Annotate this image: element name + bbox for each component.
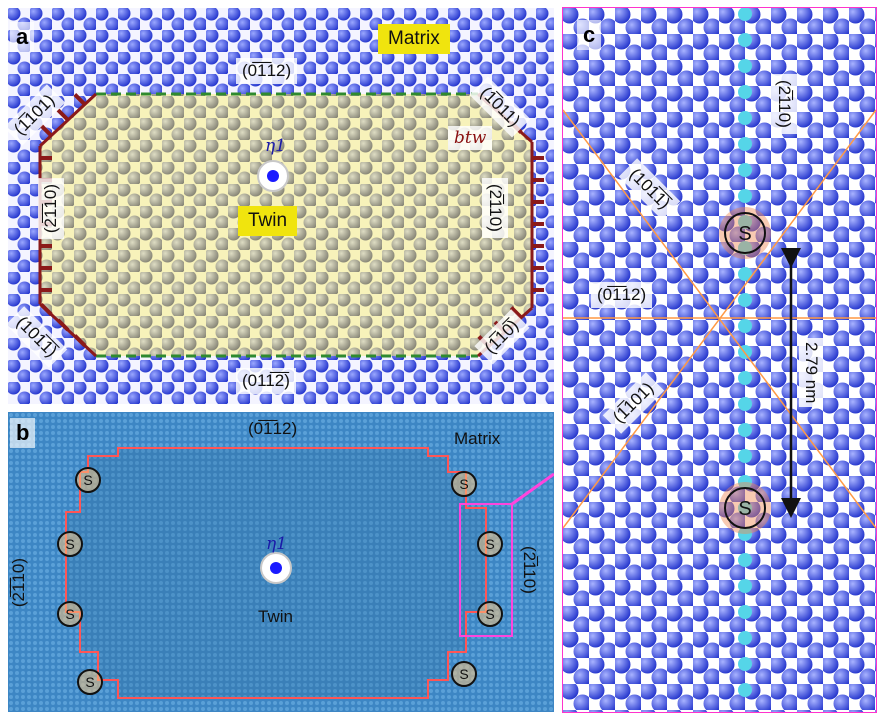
- plane-right-label: (2̅110): [482, 178, 508, 238]
- panel-c-letter: c: [577, 20, 601, 50]
- boundary-atom: [738, 293, 752, 307]
- step-label: S: [485, 606, 494, 622]
- panel-b: S S S S S S S S b (0̅1̅12) Matrix (2̅1̅10) (2̅1…: [8, 412, 554, 712]
- step-label: S: [485, 536, 494, 552]
- twin-label-b: Twin: [252, 604, 299, 630]
- distance-label: 2.79 nm: [799, 338, 823, 407]
- eta-label-a: η1: [265, 136, 286, 156]
- eta-dot-b: [270, 562, 282, 574]
- boundary-atom: [738, 579, 752, 593]
- panel-b-letter: b: [10, 418, 35, 448]
- eta-label-b: η1: [266, 534, 287, 554]
- boundary-atom: [738, 683, 752, 697]
- eta-dot: [267, 170, 279, 182]
- step-label: S: [459, 476, 468, 492]
- panel-a: a Matrix (0̅1̅12) (011̅2̅) (2̅1̅10) (2̅1…: [8, 8, 554, 404]
- boundary-atom: [738, 423, 752, 437]
- boundary-atom: [738, 657, 752, 671]
- plane-left-label-b: (2̅1̅10): [8, 552, 32, 613]
- plane-mid-label-c: (0̅1̅12): [591, 282, 652, 308]
- boundary-atom: [738, 371, 752, 385]
- plane-top-label-b: (0̅1̅12): [242, 416, 303, 442]
- atom-field-c: [563, 8, 876, 712]
- plane-bottom-label: (011̅2̅): [236, 368, 296, 394]
- plane-top-label: (0̅1̅12): [236, 58, 297, 84]
- boundary-atom: [738, 85, 752, 99]
- panel-b-structure: S S S S S S S S: [8, 412, 554, 712]
- boundary-atom: [738, 59, 752, 73]
- step-label-c: S: [738, 498, 751, 520]
- twin-label: Twin: [238, 206, 297, 236]
- step-label: S: [65, 606, 74, 622]
- plane-top-label-c: (2̅110): [771, 74, 797, 134]
- matrix-label: Matrix: [378, 24, 450, 54]
- boundary-atom: [738, 449, 752, 463]
- step-label-c: S: [738, 223, 751, 245]
- step-label: S: [65, 536, 74, 552]
- boundary-atom: [738, 605, 752, 619]
- panel-a-letter: a: [10, 22, 34, 52]
- step-label: S: [83, 472, 92, 488]
- boundary-atom: [738, 111, 752, 125]
- step-label: S: [459, 666, 468, 682]
- boundary-atom: [738, 397, 752, 411]
- panel-c-atoms: SS: [563, 8, 876, 712]
- plane-left-label: (2̅1̅10): [38, 178, 64, 239]
- boundary-atom: [738, 553, 752, 567]
- boundary-atom: [738, 33, 752, 47]
- btw-label: btw: [448, 126, 492, 150]
- boundary-atom: [738, 163, 752, 177]
- boundary-atom: [738, 631, 752, 645]
- boundary-atom: [738, 189, 752, 203]
- matrix-label-b: Matrix: [448, 426, 506, 452]
- boundary-atom: [738, 137, 752, 151]
- plane-right-label-b: (2̅110): [516, 540, 542, 600]
- boundary-atom: [738, 319, 752, 333]
- step-label: S: [85, 674, 94, 690]
